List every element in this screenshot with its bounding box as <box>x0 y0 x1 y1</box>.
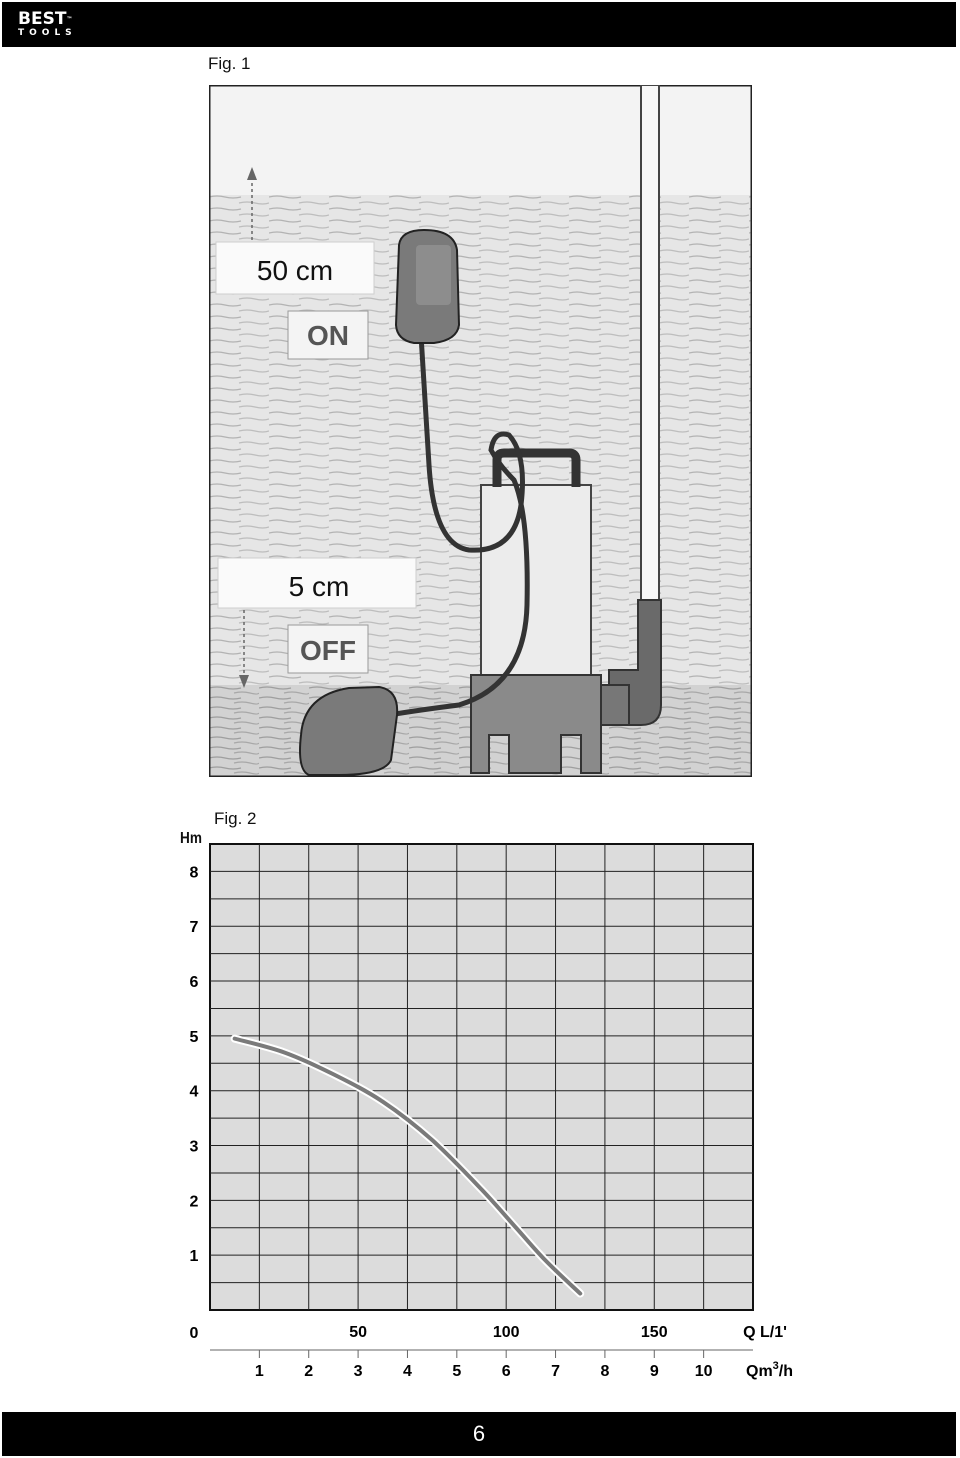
y-tick-label: 2 <box>190 1193 199 1210</box>
upper-distance-label: 50 cm <box>257 255 333 286</box>
off-label: OFF <box>300 635 356 666</box>
brand-logo: BEST™ TOOLS <box>18 9 77 39</box>
x-axis-title-secondary: Qm3/h <box>746 1360 793 1380</box>
x-tick-label-secondary: 9 <box>650 1363 659 1380</box>
x-tick-label-secondary: 6 <box>502 1363 511 1380</box>
x-tick-label-secondary: 5 <box>452 1363 461 1380</box>
pump-base <box>470 674 602 774</box>
discharge-pipe <box>640 85 660 601</box>
x-tick-label-secondary: 10 <box>695 1363 713 1380</box>
series-curve-halo <box>230 1034 585 1298</box>
x-tick-label-secondary: 4 <box>403 1363 412 1380</box>
pump-float-switch-illustration: 50 cm ON 5 cm OFF <box>209 85 752 777</box>
y-tick-label: 7 <box>190 919 199 936</box>
figure-1-caption: Fig. 1 <box>208 54 251 73</box>
plot-area <box>209 843 754 1311</box>
figure-2-caption: Fig. 2 <box>214 809 257 828</box>
x-tick-label-primary: 100 <box>493 1324 520 1341</box>
footer-bar: 6 <box>2 1412 956 1456</box>
x-tick-label-secondary: 7 <box>551 1363 560 1380</box>
lower-distance-label: 5 cm <box>289 571 350 602</box>
x-tick-label-secondary: 1 <box>255 1363 264 1380</box>
x-tick-label-primary: 150 <box>641 1324 668 1341</box>
y-tick-label: 6 <box>190 974 199 991</box>
on-label: ON <box>307 320 349 351</box>
pump-body <box>480 484 592 676</box>
y-tick-label: 0 <box>190 1325 199 1342</box>
y-tick-label: 8 <box>190 864 199 881</box>
x-tick-label-secondary: 8 <box>600 1363 609 1380</box>
y-axis-title: Hm <box>180 830 202 847</box>
y-tick-label: 1 <box>190 1248 199 1265</box>
y-tick-label: 5 <box>190 1029 199 1046</box>
lower-float <box>299 685 399 776</box>
series-curve <box>232 1036 583 1296</box>
y-tick-label: 3 <box>190 1139 199 1156</box>
page-number: 6 <box>472 1421 486 1446</box>
x-axis-title-primary: Q L/1' <box>743 1324 787 1341</box>
x-tick-label-primary: 50 <box>349 1324 367 1341</box>
x-tick-label-secondary: 3 <box>354 1363 363 1380</box>
header-bar: BEST™ TOOLS <box>2 2 956 47</box>
x-tick-label-secondary: 2 <box>304 1363 313 1380</box>
y-tick-label: 4 <box>190 1084 199 1101</box>
